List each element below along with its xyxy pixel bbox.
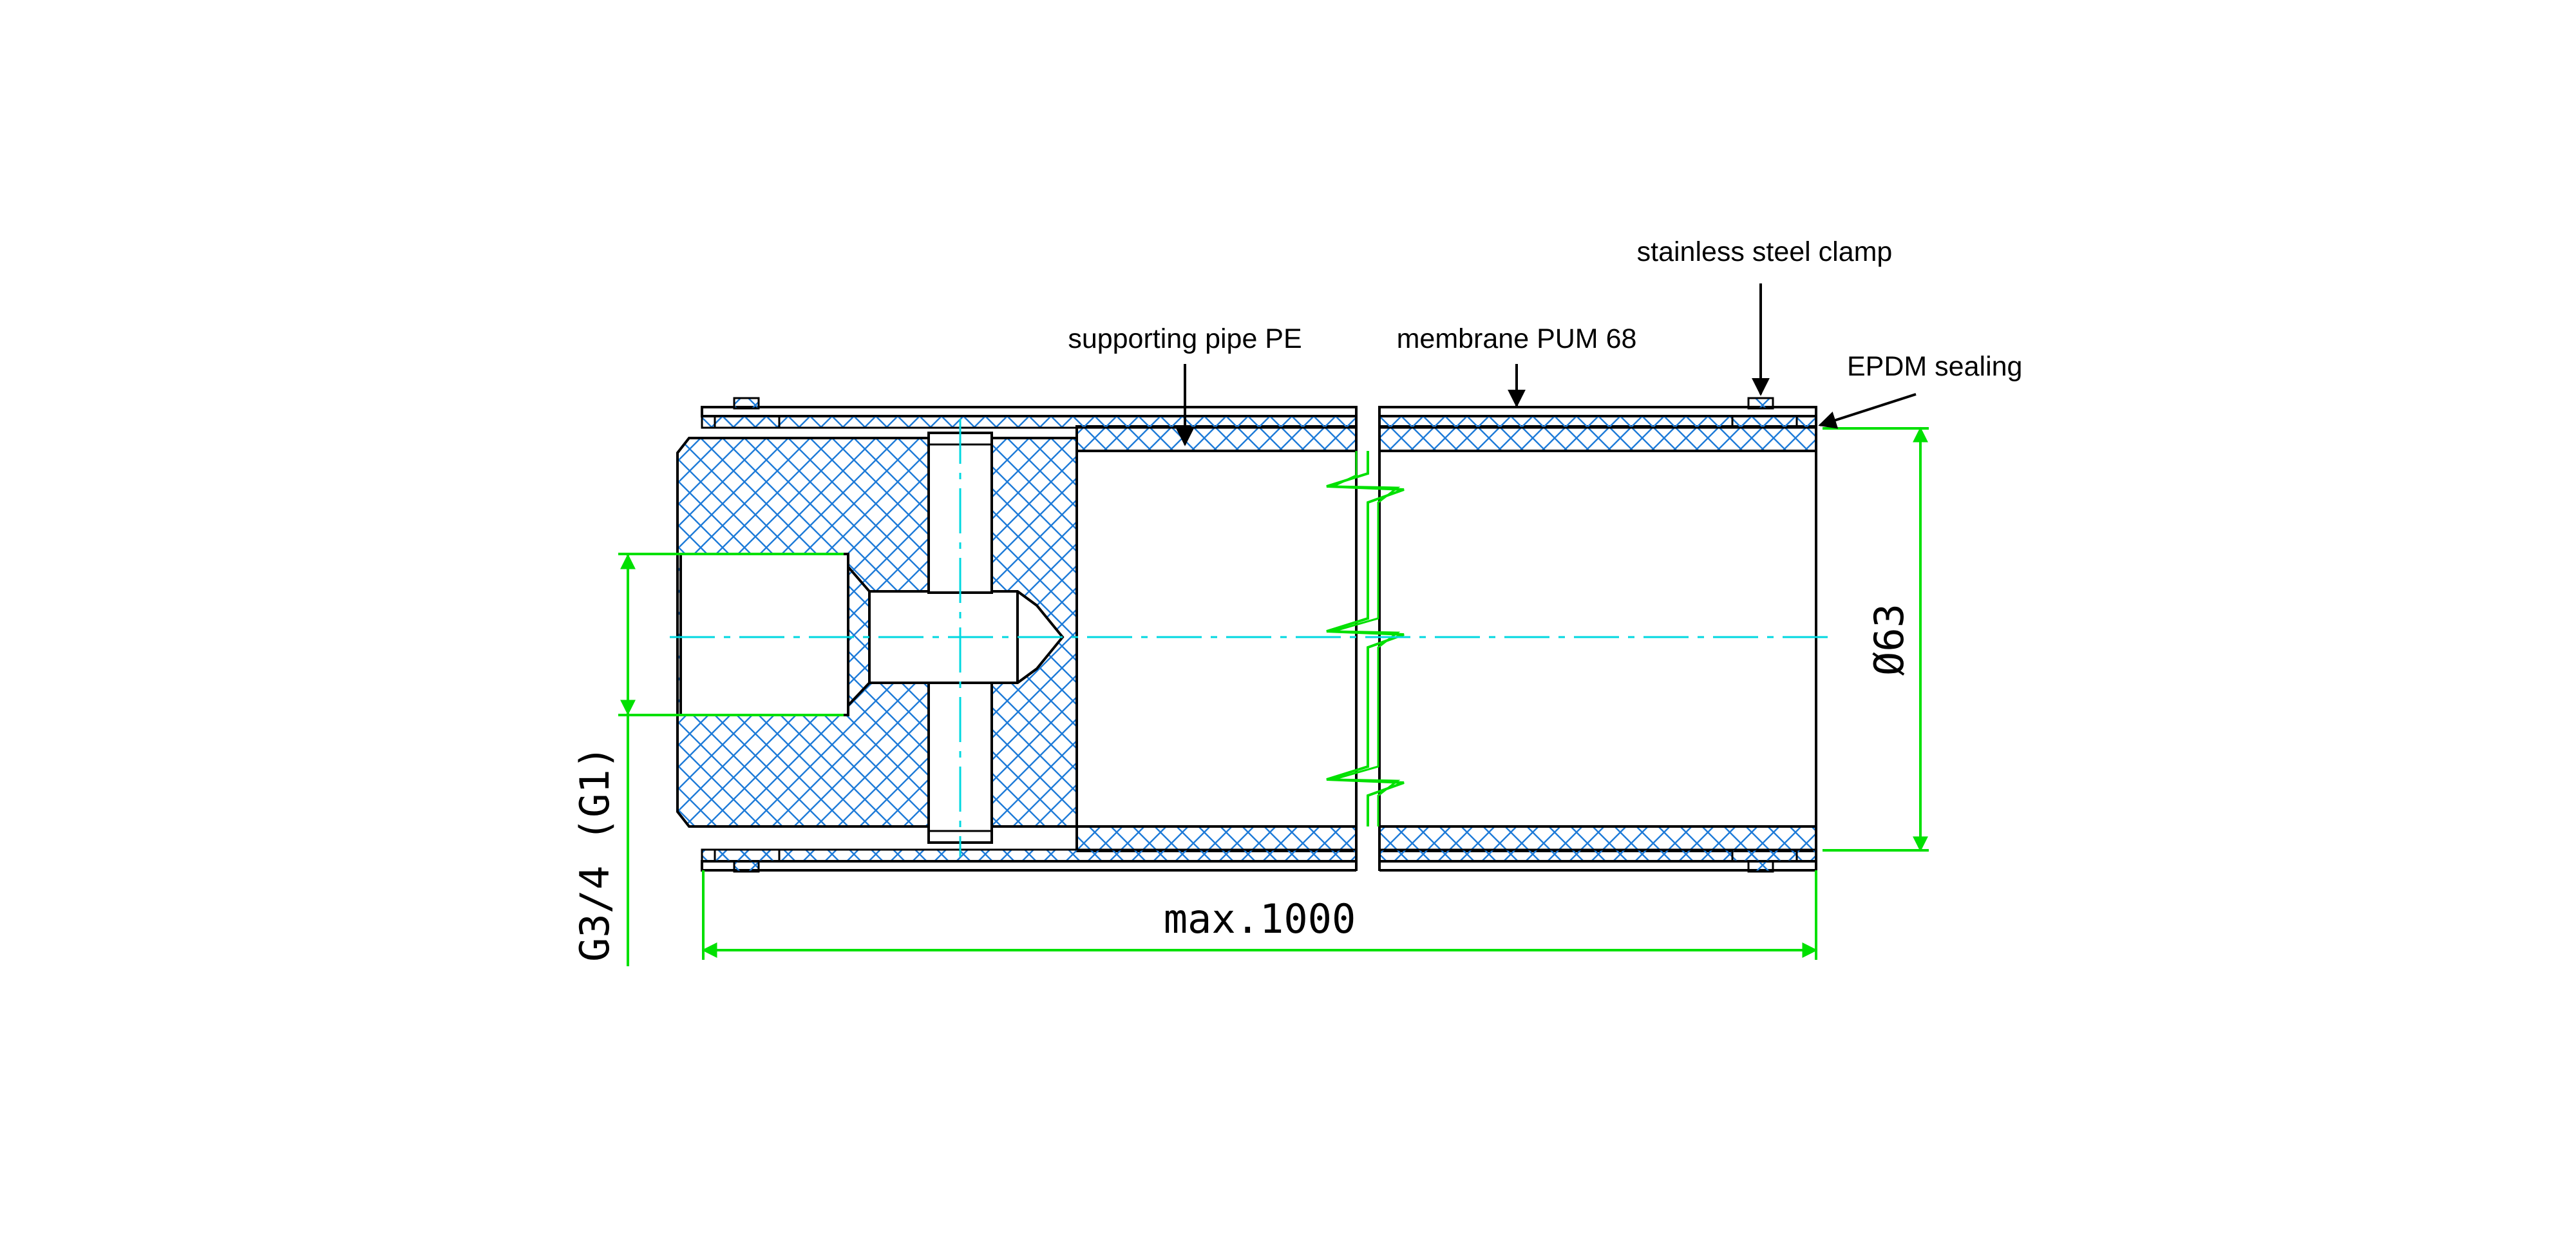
length-dimension: max.1000 xyxy=(701,870,1818,960)
pipe-interior xyxy=(1075,450,1817,828)
sealing-label: EPDM sealing xyxy=(1847,351,2022,382)
callout-sealing: EPDM sealing xyxy=(1818,351,2022,429)
supporting-pipe-label: supporting pipe PE xyxy=(1068,323,1302,354)
membrane-sleeve xyxy=(701,406,1817,872)
right-clamp xyxy=(1731,397,1798,873)
thread-label: G3/4 (G1) xyxy=(571,745,618,962)
length-label: max.1000 xyxy=(1164,895,1356,942)
thread-dimension: G3/4 (G1) xyxy=(571,553,844,966)
callout-supporting-pipe: supporting pipe PE xyxy=(1068,323,1302,446)
membrane-label: membrane PUM 68 xyxy=(1397,323,1637,354)
clamp-label: stainless steel clamp xyxy=(1637,236,1893,267)
callout-membrane: membrane PUM 68 xyxy=(1397,323,1637,408)
diameter-label: Ø63 xyxy=(1866,604,1913,676)
supporting-pipe-top-wall xyxy=(1075,425,1817,452)
left-clamp xyxy=(714,397,781,873)
supporting-pipe-bottom-wall xyxy=(1075,825,1817,852)
callout-clamp: stainless steel clamp xyxy=(1637,236,1893,396)
diameter-dimension: Ø63 xyxy=(1823,426,1929,852)
